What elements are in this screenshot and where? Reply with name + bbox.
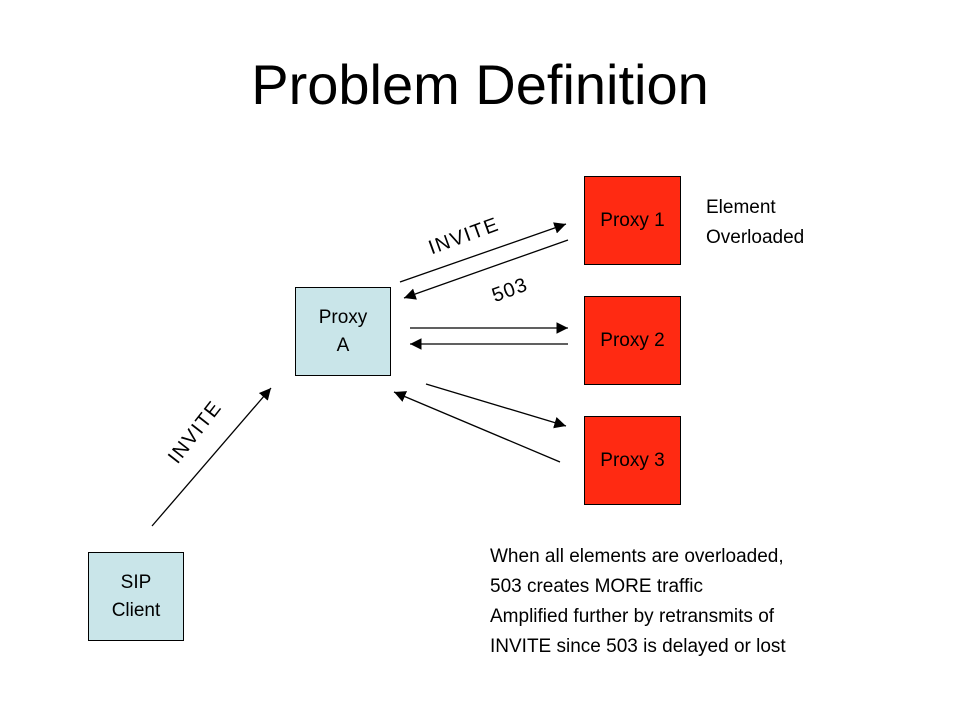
node-sip-client: SIP Client — [88, 552, 184, 641]
node-proxy-1: Proxy 1 — [584, 176, 681, 265]
edge-proxy-a-to-proxy-1 — [399, 222, 567, 283]
edge-client-to-proxy-a — [151, 387, 272, 527]
annotation-element-overloaded: Element Overloaded — [706, 193, 804, 253]
node-sip-client-line-1: SIP — [120, 571, 152, 593]
slide-title: Problem Definition — [251, 53, 709, 116]
annotation-line-1: Element — [706, 197, 776, 218]
node-proxy-2: Proxy 2 — [584, 296, 681, 385]
node-sip-client-line-2: Client — [111, 599, 161, 621]
note-line-3: Amplified further by retransmits of — [490, 606, 775, 627]
note-line-1: When all elements are overloaded, — [490, 546, 784, 567]
annotation-line-2: Overloaded — [706, 227, 805, 248]
node-proxy-2-label: Proxy 2 — [600, 329, 665, 351]
node-proxy-a-line-1: Proxy — [318, 306, 368, 328]
node-proxy-3: Proxy 3 — [584, 416, 681, 505]
node-proxy-a: Proxy A — [295, 287, 391, 376]
edge-proxy-1-to-proxy-a — [403, 239, 569, 300]
label-invite-proxy1: INVITE — [426, 213, 503, 259]
explanation-notes: When all elements are overloaded, 503 cr… — [490, 542, 786, 662]
note-line-2: 503 creates MORE traffic — [490, 576, 703, 597]
node-proxy-3-label: Proxy 3 — [600, 449, 665, 471]
label-invite-client: INVITE — [164, 397, 227, 468]
node-proxy-1-label: Proxy 1 — [600, 209, 665, 231]
edge-proxy-a-to-proxy-3 — [425, 383, 567, 429]
label-503: 503 — [489, 274, 531, 307]
note-line-4: INVITE since 503 is delayed or lost — [490, 636, 786, 657]
edge-proxy-3-to-proxy-a — [393, 391, 561, 463]
node-proxy-a-line-2: A — [336, 334, 350, 356]
